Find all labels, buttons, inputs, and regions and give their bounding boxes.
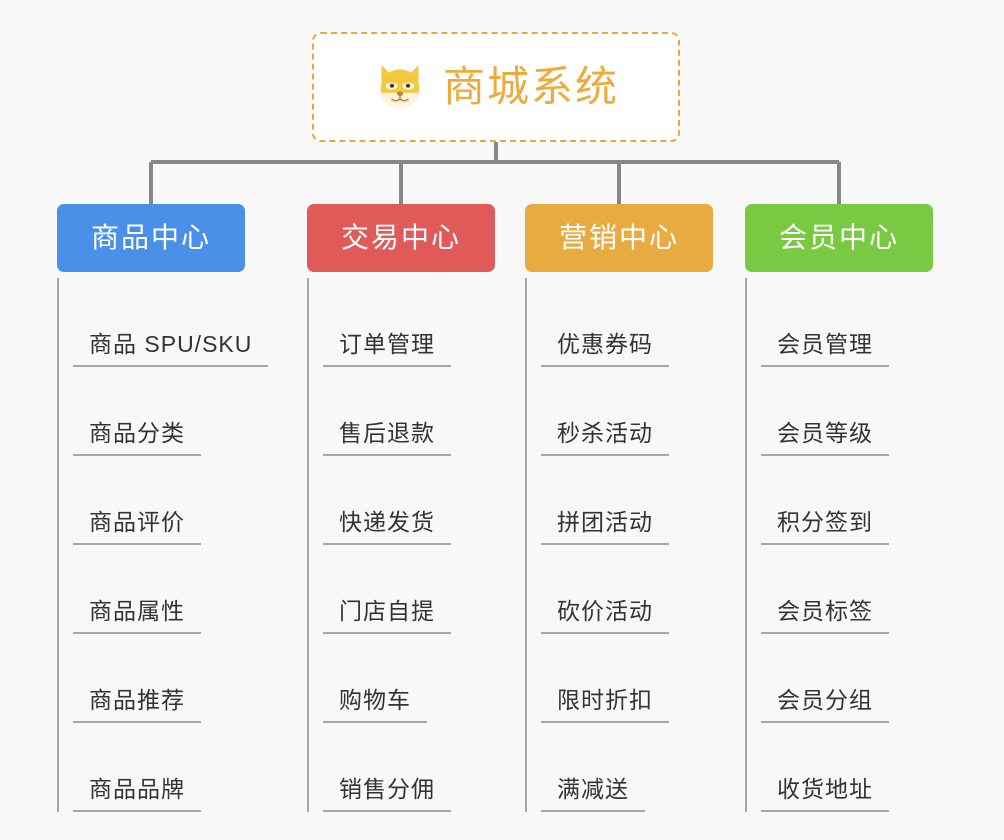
list-item[interactable]: 积分签到 [761, 456, 933, 545]
list-item[interactable]: 售后退款 [323, 367, 495, 456]
leaf-label: 拼团活动 [541, 511, 669, 545]
leaf-label: 售后退款 [323, 422, 451, 456]
list-item[interactable]: 限时折扣 [541, 634, 713, 723]
leaf-label: 购物车 [323, 689, 427, 723]
list-item[interactable]: 收货地址 [761, 723, 933, 812]
list-item[interactable]: 会员标签 [761, 545, 933, 634]
leaf-label: 积分签到 [761, 511, 889, 545]
leaf-label: 秒杀活动 [541, 422, 669, 456]
list-item[interactable]: 优惠券码 [541, 278, 713, 367]
category-title: 商品中心 [90, 222, 211, 253]
leaf-label: 销售分佣 [323, 778, 451, 812]
list-item[interactable]: 秒杀活动 [541, 367, 713, 456]
category-column-member: 会员中心 会员管理 会员等级 积分签到 会员标签 会员分组 收货地址 [745, 204, 933, 812]
leaf-list-trade: 订单管理 售后退款 快递发货 门店自提 购物车 销售分佣 [307, 278, 495, 812]
leaf-label: 限时折扣 [541, 689, 669, 723]
list-item[interactable]: 会员等级 [761, 367, 933, 456]
category-header-product[interactable]: 商品中心 [57, 204, 245, 272]
list-item[interactable]: 商品评价 [73, 456, 245, 545]
list-item[interactable]: 商品品牌 [73, 723, 245, 812]
leaf-label: 商品 SPU/SKU [73, 333, 269, 367]
leaf-label: 商品评价 [73, 511, 201, 545]
leaf-label: 门店自提 [323, 600, 451, 634]
list-item[interactable]: 满减送 [541, 723, 713, 812]
list-item[interactable]: 会员管理 [761, 278, 933, 367]
list-item[interactable]: 商品属性 [73, 545, 245, 634]
list-item[interactable]: 商品 SPU/SKU [73, 278, 269, 367]
leaf-label: 商品品牌 [73, 778, 201, 812]
list-item[interactable]: 拼团活动 [541, 456, 713, 545]
leaf-label: 会员管理 [761, 333, 889, 367]
leaf-label: 会员等级 [761, 422, 889, 456]
category-column-product: 商品中心 商品 SPU/SKU 商品分类 商品评价 商品属性 商品推荐 商品品牌 [57, 204, 269, 812]
leaf-label: 快递发货 [323, 511, 451, 545]
leaf-label: 商品属性 [73, 600, 201, 634]
category-title: 营销中心 [558, 222, 679, 253]
leaf-label: 商品分类 [73, 422, 201, 456]
list-item[interactable]: 商品推荐 [73, 634, 245, 723]
leaf-label: 会员分组 [761, 689, 889, 723]
category-title: 会员中心 [778, 222, 899, 253]
leaf-label: 满减送 [541, 778, 645, 812]
leaf-label: 订单管理 [323, 333, 451, 367]
list-item[interactable]: 砍价活动 [541, 545, 713, 634]
list-item[interactable]: 订单管理 [323, 278, 495, 367]
leaf-list-product: 商品 SPU/SKU 商品分类 商品评价 商品属性 商品推荐 商品品牌 [57, 278, 269, 812]
leaf-label: 优惠券码 [541, 333, 669, 367]
category-column-trade: 交易中心 订单管理 售后退款 快递发货 门店自提 购物车 销售分佣 [307, 204, 495, 812]
leaf-list-marketing: 优惠券码 秒杀活动 拼团活动 砍价活动 限时折扣 满减送 [525, 278, 713, 812]
leaf-label: 商品推荐 [73, 689, 201, 723]
category-title: 交易中心 [340, 222, 461, 253]
list-item[interactable]: 会员分组 [761, 634, 933, 723]
category-header-member[interactable]: 会员中心 [745, 204, 933, 272]
list-item[interactable]: 快递发货 [323, 456, 495, 545]
leaf-list-member: 会员管理 会员等级 积分签到 会员标签 会员分组 收货地址 [745, 278, 933, 812]
shiba-dog-face-icon [380, 65, 420, 109]
category-column-marketing: 营销中心 优惠券码 秒杀活动 拼团活动 砍价活动 限时折扣 满减送 [525, 204, 713, 812]
category-header-trade[interactable]: 交易中心 [307, 204, 495, 272]
list-item[interactable]: 门店自提 [323, 545, 495, 634]
list-item[interactable]: 商品分类 [73, 367, 245, 456]
root-node[interactable]: 商城系统 [312, 32, 680, 142]
root-title: 商城系统 [442, 63, 619, 110]
leaf-label: 收货地址 [761, 778, 889, 812]
leaf-label: 砍价活动 [541, 600, 669, 634]
category-header-marketing[interactable]: 营销中心 [525, 204, 713, 272]
list-item[interactable]: 销售分佣 [323, 723, 495, 812]
leaf-label: 会员标签 [761, 600, 889, 634]
list-item[interactable]: 购物车 [323, 634, 495, 723]
